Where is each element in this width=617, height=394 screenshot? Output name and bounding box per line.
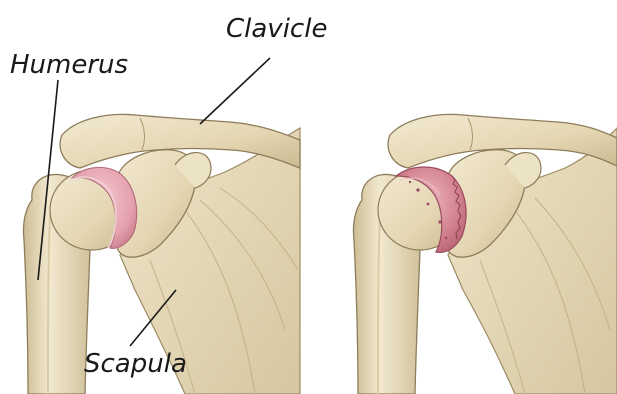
clavicle-leader-line <box>200 58 270 124</box>
healthy-shoulder-panel <box>23 58 300 394</box>
scapula-label: Scapula <box>84 351 187 377</box>
arthritic-shoulder-panel <box>353 114 617 394</box>
clavicle-label: Clavicle <box>226 16 327 42</box>
humerus-label: Humerus <box>10 52 128 78</box>
